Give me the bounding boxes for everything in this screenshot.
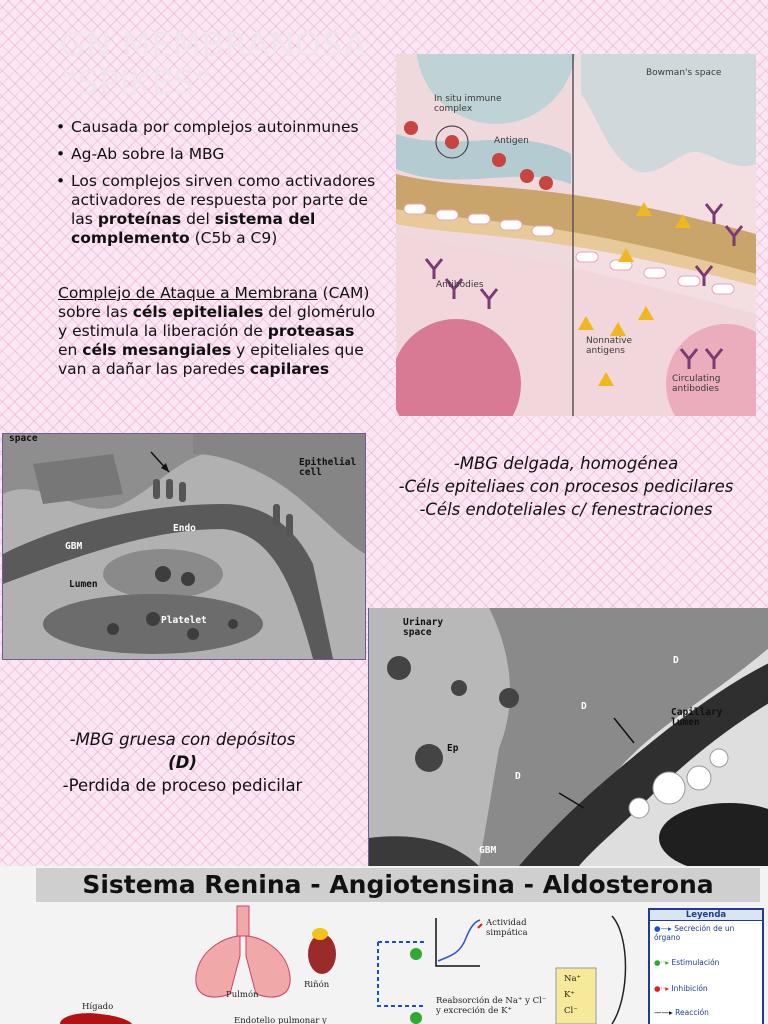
raas-drawing [60,905,627,1024]
label-ep: Ep [447,743,459,754]
label-gbm: GBM [479,845,497,856]
label-in-situ: In situ immune complex [434,94,502,114]
normal-description: -MBG delgada, homogénea -Céls epiteliaes… [398,454,734,519]
legend-row-inhibicion: ●··▸ Inhibición [654,984,708,993]
bullet-item: Ag-Ab sobre la MBG [56,145,386,164]
label-antigen: Antigen [494,136,529,146]
label-space: space [9,433,38,444]
label-antibodies: Antibodies [436,280,484,290]
bullet-item: Los complejos sirven como activadores ac… [56,172,386,248]
raas-title: Sistema Renina - Angiotensina - Aldoster… [36,868,760,902]
label-cl: Cl⁻ [564,1006,578,1016]
raas-diagram: Sistema Renina - Angiotensina - Aldoster… [0,866,768,1024]
micrograph-drawing [3,434,365,659]
label-deposit: D [673,655,679,666]
legend-row-secrecion: ●—▸ Secreción de un órgano [654,924,735,942]
label-nonnative: Nonnative antigens [586,336,633,356]
label-na: Na⁺ [564,974,581,984]
label-rinon: Riñón [304,980,330,990]
bullet-list: Causada por complejos autoinmunes Ag-Ab … [56,118,386,256]
label-actividad: Actividad simpática [486,918,528,938]
label-endotelio: Endotelio pulmonar y [234,1016,327,1024]
title-line-2: “SPIKES” [60,63,213,102]
legend-title: Leyenda [650,910,762,921]
membranous-description: -MBG gruesa con depósitos (D) -Perdida d… [62,730,303,795]
membranous-glomerulus-micrograph: Urinary space Capillary lumen Ep D D D G… [368,608,768,866]
illustration-drawing [396,54,756,416]
label-deposit: D [515,771,521,782]
label-reabsorcion: Reabsorción de Na⁺ y Cl⁻ y excreción de … [436,996,547,1016]
label-deposit: D [581,701,587,712]
label-capillary: Capillary lumen [671,707,723,728]
label-epithelial: Epithelial cell [299,457,357,478]
immune-complex-illustration: Bowman's space In situ immune complex An… [396,54,756,416]
normal-glomerulus-micrograph: space Epithelial cell Endo GBM Lumen Pla… [2,433,366,660]
legend-row-estimulacion: ●··▸ Estimulación [654,958,720,967]
label-endo: Endo [173,523,196,534]
label-higado: Hígado [82,1002,114,1012]
raas-legend: Leyenda ●—▸ Secreción de un órgano ●··▸ … [648,908,764,1024]
bullet-item: Causada por complejos autoinmunes [56,118,386,137]
micrograph-drawing [369,608,768,866]
cam-paragraph: Complejo de Ataque a Membrana (CAM) sobr… [58,284,376,378]
label-gbm: GBM [65,541,83,552]
label-bowmans-space: Bowman's space [646,68,722,78]
cam-heading: Complejo de Ataque a Membrana [58,284,318,302]
label-circulating: Circulating antibodies [672,374,721,394]
label-lumen: Lumen [69,579,98,590]
label-pulmon: Pulmón [226,990,259,1000]
label-urinary: Urinary space [403,617,444,638]
label-platelet: Platelet [161,615,207,626]
label-k: K⁺ [564,990,575,1000]
slide-title: GN MEMBRANOSA “SPIKES” [60,26,367,102]
legend-row-reaccion: ——▸ Reacción [654,1008,709,1017]
title-line-1: GN MEMBRANOSA [60,25,367,64]
